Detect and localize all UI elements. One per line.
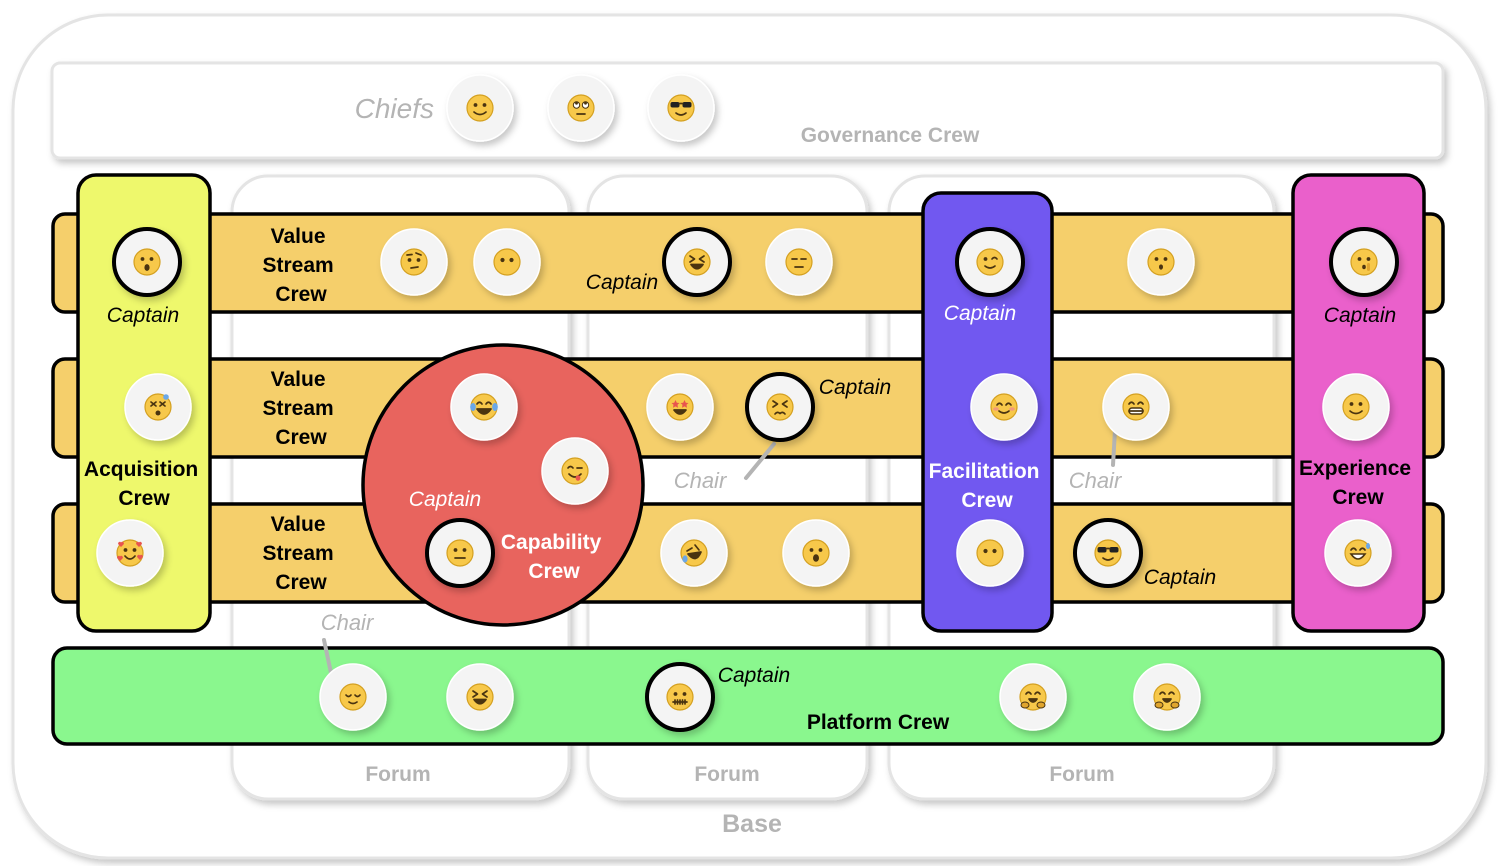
captain-label-experience: Captain	[1324, 304, 1396, 327]
facilitation-crew-label: Facilitation Crew	[929, 460, 1046, 512]
captain-label-platform: Captain	[718, 664, 790, 687]
governance-crew-panel	[50, 61, 1445, 160]
chair-connector-1	[744, 442, 776, 480]
dizzy-face-icon	[124, 373, 192, 441]
no-mouth-face-icon	[956, 519, 1024, 587]
member-faces-layer	[96, 74, 1399, 732]
rolling-eyes-face-icon	[547, 74, 615, 142]
value-stream-crew-label-2: Value Stream Crew	[262, 368, 339, 449]
sunglasses-face-icon	[1073, 518, 1143, 588]
acquisition-crew-label: Acquisition Crew	[84, 458, 204, 510]
squint-laugh-face-icon	[446, 663, 514, 731]
chair-label-2: Chair	[1069, 468, 1123, 493]
hug-face-icon	[1133, 663, 1201, 731]
no-mouth-face-icon	[473, 228, 541, 296]
neutral-face-icon	[425, 518, 495, 588]
forum-label-1: Forum	[365, 763, 430, 786]
chair-label-3: Chair	[321, 610, 375, 635]
open-mouth-face-icon	[782, 519, 850, 587]
persevere-face-icon	[745, 372, 815, 442]
hug-face-icon	[999, 663, 1067, 731]
rofl-face-icon	[660, 519, 728, 587]
capability-crew-label: Capability Crew	[501, 531, 607, 583]
joy-tears-face-icon	[450, 373, 518, 441]
captain-label-value-stream-2: Captain	[819, 376, 891, 399]
chiefs-label: Chiefs	[355, 93, 434, 124]
chair-connector-3	[322, 638, 333, 675]
governance-crew-label: Governance Crew	[801, 124, 980, 147]
captain-label-acquisition: Captain	[107, 304, 179, 327]
chair-connector-2	[1111, 428, 1117, 467]
expressionless-face-icon	[765, 228, 833, 296]
surprised-face-icon	[112, 227, 182, 297]
base-label: Base	[722, 810, 782, 838]
shush-face-icon	[1329, 227, 1399, 297]
captain-label-capability: Captain	[409, 488, 481, 511]
captain-label-value-stream-1: Captain	[586, 271, 658, 294]
platform-crew-label: Platform Crew	[807, 711, 950, 734]
blush-face-icon	[970, 373, 1038, 441]
experience-crew-label: Experience Crew	[1299, 457, 1417, 509]
platform-crew-band	[51, 646, 1445, 746]
zipper-mouth-face-icon	[645, 662, 715, 732]
relieved-face-icon	[319, 663, 387, 731]
value-stream-crew-label-3: Value Stream Crew	[262, 513, 339, 594]
star-struck-face-icon	[646, 373, 714, 441]
grin-face-icon	[1102, 373, 1170, 441]
raised-eyebrow-face-icon	[380, 228, 448, 296]
smile-face-icon	[1322, 373, 1390, 441]
yum-face-icon	[541, 437, 609, 505]
wink-face-icon	[955, 227, 1025, 297]
chair-label-1: Chair	[674, 468, 728, 493]
captain-label-facilitation: Captain	[944, 302, 1016, 325]
grin-sweat-face-icon	[1324, 519, 1392, 587]
forum-label-3: Forum	[1049, 763, 1114, 786]
smile-face-icon	[446, 74, 514, 142]
captain-label-value-stream-3: Captain	[1144, 566, 1216, 589]
value-stream-crew-label-1: Value Stream Crew	[262, 225, 339, 306]
forum-label-2: Forum	[694, 763, 759, 786]
sunglasses-face-icon	[647, 74, 715, 142]
squint-laugh-face-icon	[662, 227, 732, 297]
hearts-face-icon	[96, 519, 164, 587]
hushed-face-icon	[1127, 228, 1195, 296]
